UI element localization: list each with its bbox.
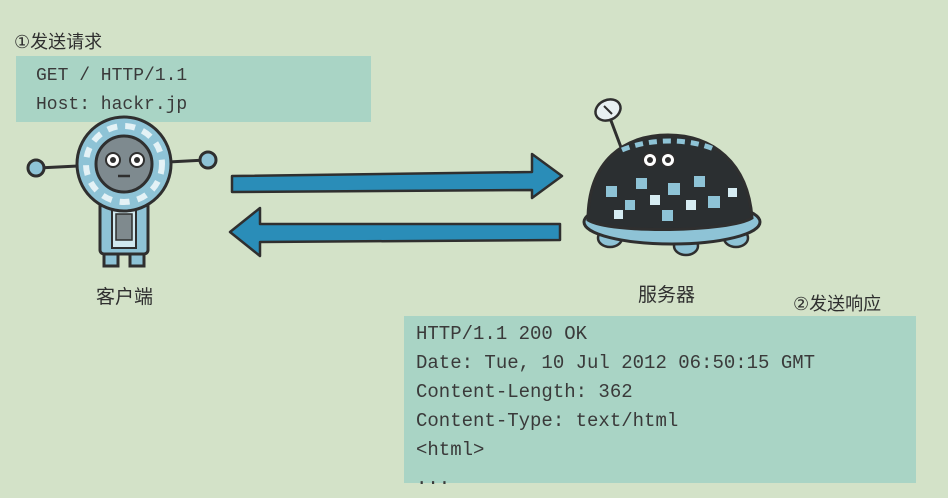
response-header-line: Content-Length: 362 — [416, 381, 633, 403]
server-robot-icon — [582, 98, 762, 257]
request-line: GET / HTTP/1.1 — [36, 66, 188, 86]
response-step-label: ②发送响应 — [793, 294, 882, 315]
response-header-line: Content-Type: text/html — [416, 410, 679, 432]
client-robot-icon — [26, 115, 218, 268]
response-body-line: <html> — [416, 439, 485, 461]
response-ellipsis: ... — [416, 468, 451, 490]
response-header-line: Date: Tue, 10 Jul 2012 06:50:15 GMT — [416, 352, 816, 374]
request-message-box: GET / HTTP/1.1 Host: hackr.jp — [16, 56, 371, 122]
response-status-line: HTTP/1.1 200 OK — [416, 323, 588, 345]
response-message-box: HTTP/1.1 200 OK Date: Tue, 10 Jul 2012 0… — [404, 316, 916, 490]
request-header-line: Host: hackr.jp — [36, 95, 188, 115]
request-step-label: ①发送请求 — [14, 32, 103, 53]
response-arrow-icon — [228, 206, 562, 258]
request-arrow-icon — [230, 152, 564, 200]
client-label: 客户端 — [96, 286, 154, 308]
server-label: 服务器 — [638, 284, 696, 306]
